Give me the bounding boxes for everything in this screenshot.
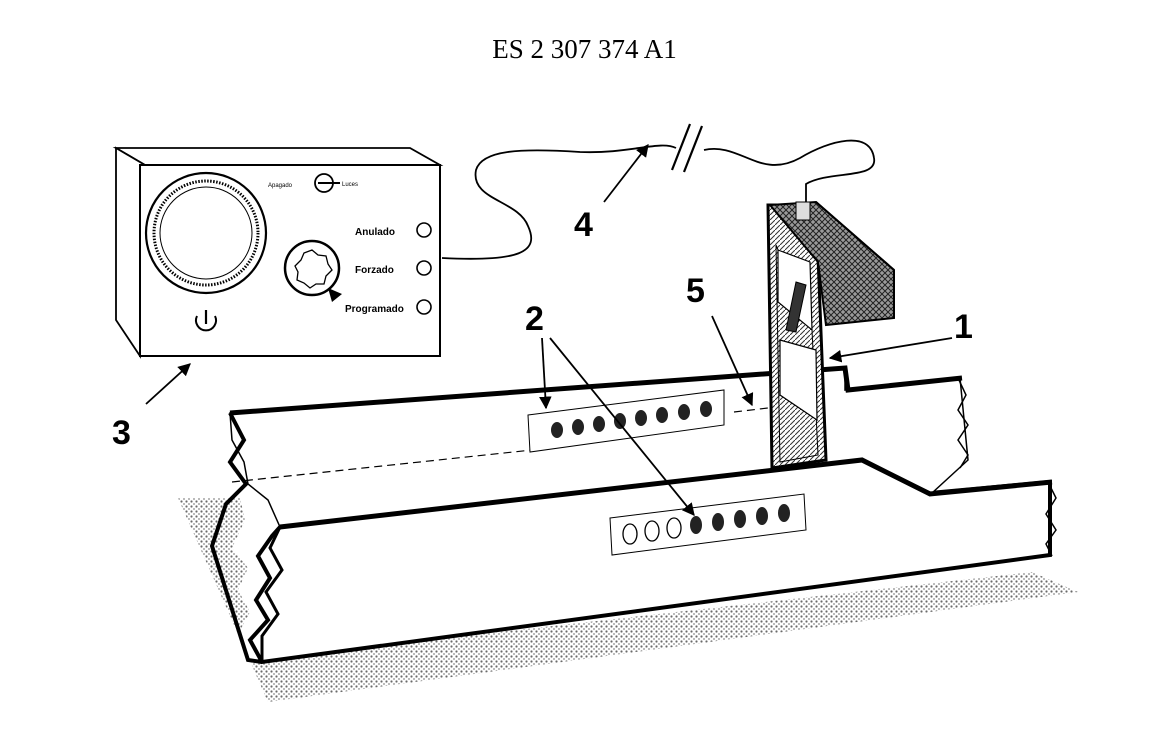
barrier-post xyxy=(766,203,828,470)
selector-knob[interactable] xyxy=(283,239,342,302)
label-3: 3 xyxy=(112,414,131,452)
conveyor-lower-edge xyxy=(279,457,1053,530)
left-break-inner xyxy=(260,526,284,662)
label-2: 2 xyxy=(525,300,544,338)
left-break-line xyxy=(209,412,263,664)
label-5: 5 xyxy=(686,272,705,310)
leader-5 xyxy=(711,315,754,407)
indicator-label-programado: Programado xyxy=(345,304,404,315)
control-unit: Apagado Luces Anulado Forzado Programado xyxy=(112,146,444,359)
leader-1 xyxy=(828,337,953,363)
right-break-upper xyxy=(957,377,969,469)
indicator-label-anulado: Anulado xyxy=(355,227,395,238)
label-4: 4 xyxy=(574,206,593,244)
indicator-light-programado xyxy=(416,299,432,315)
cable xyxy=(441,144,677,260)
right-break-lower xyxy=(1045,481,1057,557)
mode-label-right: Luces xyxy=(342,182,358,188)
dial-knob[interactable] xyxy=(144,171,268,295)
leader-3 xyxy=(145,363,191,405)
sensor-strip-upper xyxy=(527,389,725,453)
conveyor-upper-edge xyxy=(229,365,963,416)
label-1: 1 xyxy=(954,308,973,346)
ground-surface xyxy=(178,498,1078,702)
indicator-light-anulado xyxy=(416,222,432,238)
break-mark-icon xyxy=(670,123,704,173)
indicator-light-forzado xyxy=(416,260,432,276)
leader-2b xyxy=(549,337,695,516)
indicator-label-forzado: Forzado xyxy=(355,265,394,276)
power-icon[interactable] xyxy=(195,310,217,332)
sensor-strip-lower xyxy=(609,493,807,556)
page-title: ES 2 307 374 A1 xyxy=(492,34,677,64)
cable-right xyxy=(703,139,875,202)
leader-4 xyxy=(603,144,649,203)
mode-label-left: Apagado xyxy=(268,183,293,189)
mode-switch-icon[interactable] xyxy=(314,173,340,193)
leader-2a xyxy=(539,337,552,410)
beam-line xyxy=(231,407,769,483)
barrier-housing xyxy=(767,200,895,327)
